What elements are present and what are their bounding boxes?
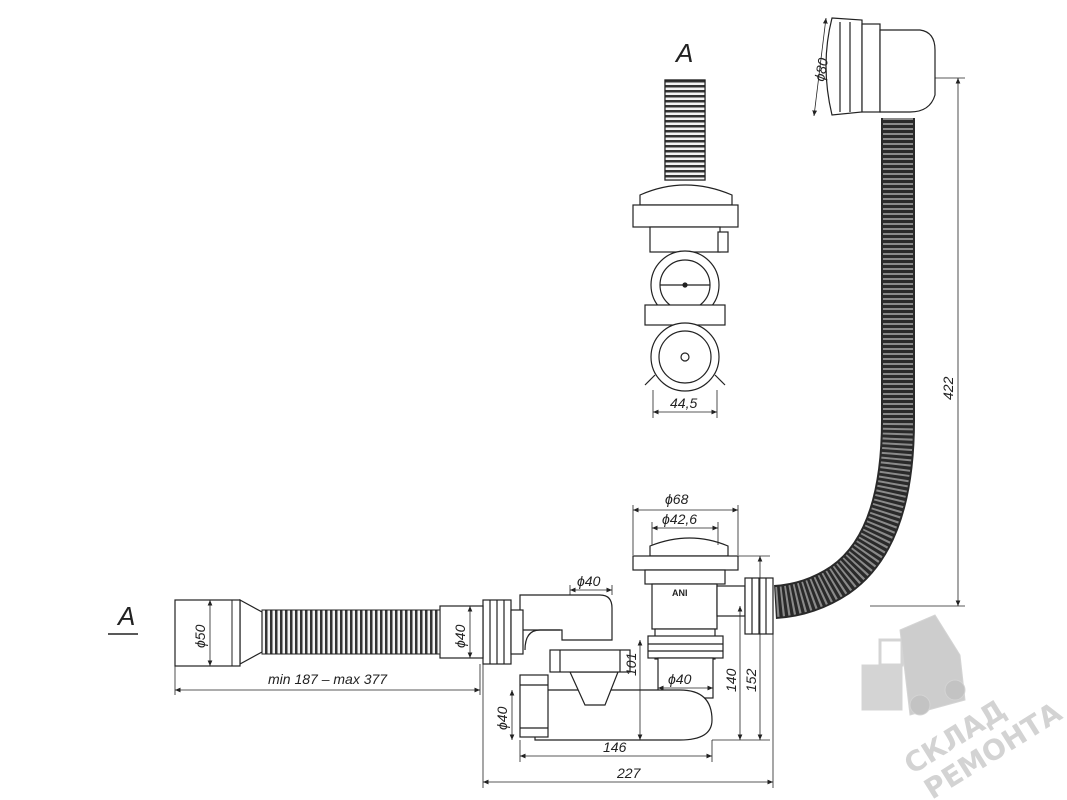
trap-nut	[549, 649, 631, 673]
dim-d80: ϕ80	[811, 17, 831, 117]
svg-text:ϕ50: ϕ50	[192, 624, 208, 648]
dim-44-5: 44,5	[652, 390, 718, 418]
watermark-logo: СКЛАД РЕМОНТА	[861, 614, 1067, 800]
svg-text:ϕ68: ϕ68	[665, 491, 689, 507]
svg-text:422: 422	[940, 376, 956, 400]
svg-text:152: 152	[743, 668, 759, 692]
drain-outlet-nut	[647, 635, 724, 659]
overflow-body	[879, 29, 936, 113]
svg-text:ϕ80: ϕ80	[811, 57, 831, 83]
section-a-lower-body	[650, 322, 720, 392]
dim-d40-adapter: ϕ40	[452, 606, 473, 658]
dim-d42-6: ϕ42,6	[651, 511, 719, 545]
hose-socket-d50	[174, 599, 241, 667]
dim-152: 152	[712, 555, 770, 741]
svg-text:ANI: ANI	[672, 588, 688, 598]
dim-101: 101	[623, 640, 643, 740]
svg-text:146: 146	[603, 739, 627, 755]
dim-146: 146	[519, 739, 713, 762]
dim-227: 227	[482, 634, 774, 788]
overflow-hose	[773, 118, 915, 619]
dim-d50: ϕ50	[192, 600, 213, 666]
dim-d40-elbow: ϕ40	[569, 573, 613, 595]
section-a-flange	[632, 204, 739, 228]
svg-text:ϕ40: ϕ40	[668, 671, 692, 687]
forklift-icon	[861, 614, 966, 716]
section-a-view: A	[632, 38, 739, 392]
trap-bottom-pipe	[534, 689, 713, 741]
section-a-tube-ribs	[664, 79, 706, 181]
section-a-label-top: A	[674, 38, 693, 68]
svg-text:101: 101	[623, 653, 639, 676]
drain-assembly: ANI	[439, 537, 774, 741]
svg-text:ϕ40: ϕ40	[494, 706, 510, 730]
dim-d40-vertical-outlet: ϕ40	[494, 690, 515, 740]
svg-text:min 187 – max 377: min 187 – max 377	[268, 671, 388, 687]
drain-hose	[174, 598, 441, 667]
drain-flange	[632, 555, 739, 571]
svg-text:44,5: 44,5	[670, 395, 697, 411]
svg-text:140: 140	[723, 668, 739, 692]
trap-elbow	[519, 594, 613, 641]
dim-length-range: min 187 – max 377	[174, 664, 481, 695]
overflow-head	[825, 17, 936, 116]
svg-text:ϕ40: ϕ40	[577, 573, 601, 589]
svg-text:ϕ40: ϕ40	[452, 624, 468, 648]
dim-140: 140	[723, 606, 743, 740]
section-a-label-left: A	[116, 601, 135, 631]
dim-d68: ϕ68	[632, 491, 739, 555]
section-a-plug-cap	[639, 184, 733, 206]
dim-422: 422	[870, 77, 965, 607]
drain-plug	[649, 537, 729, 557]
overflow-cover	[825, 17, 863, 116]
svg-text:ϕ42,6: ϕ42,6	[662, 511, 697, 527]
dim-d40-outlet: ϕ40	[658, 671, 713, 691]
hose-adapter	[439, 605, 484, 659]
svg-text:227: 227	[616, 765, 642, 781]
